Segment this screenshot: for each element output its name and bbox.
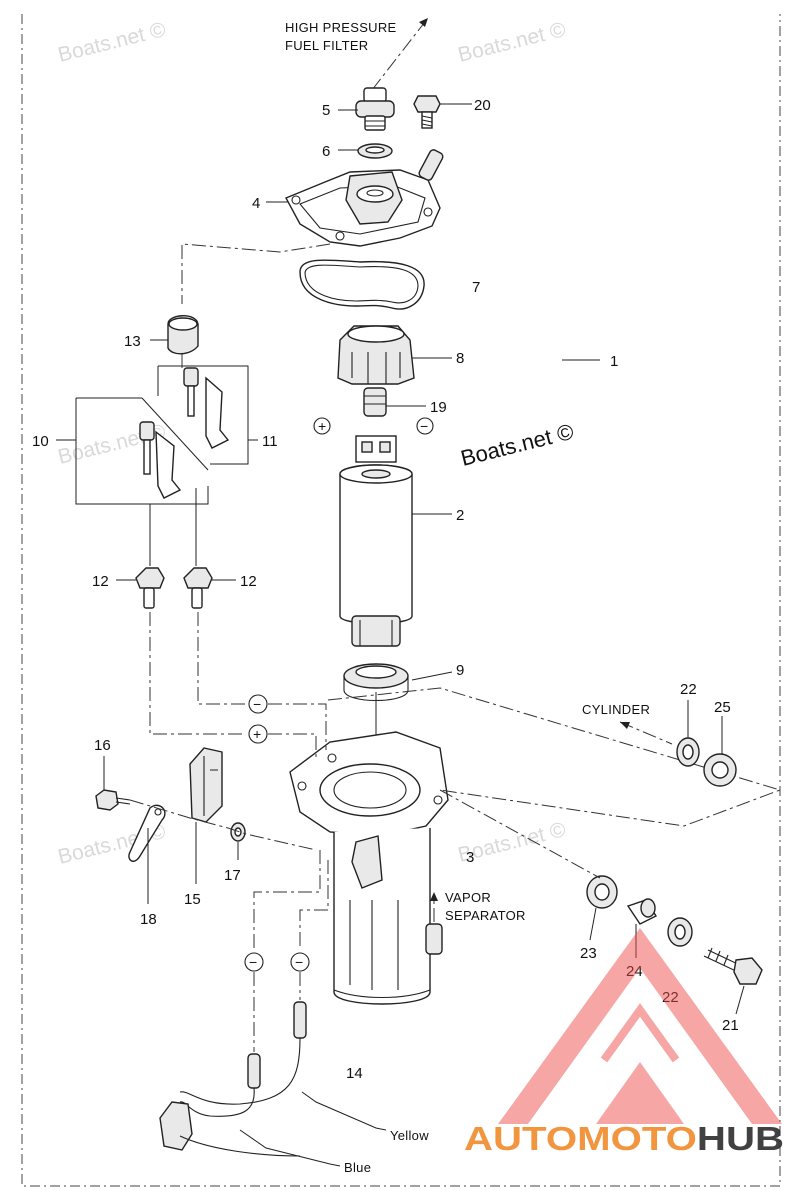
logo-triangle-icon <box>498 928 782 1124</box>
group-outline-10 <box>75 397 209 505</box>
part-3-vapor-separator <box>289 731 449 1005</box>
symbol-harness-negative-left: − <box>249 954 257 970</box>
arrow-head-high-pressure <box>419 18 428 27</box>
part-20-bolt <box>413 95 441 129</box>
caption-fuel-filter: FUEL FILTER <box>285 38 368 53</box>
leader-blue <box>239 1129 341 1167</box>
callout-20: 20 <box>474 97 491 114</box>
part-15-bracket <box>189 747 223 823</box>
callout-19: 19 <box>430 399 447 416</box>
mount-line-bracket <box>129 799 317 851</box>
callout-23: 23 <box>580 945 597 962</box>
callout-6: 6 <box>322 143 330 160</box>
watermark-faint-1: Boats.net © <box>56 18 169 67</box>
callout-12-right: 12 <box>240 573 257 590</box>
symbol-harness-negative-right: − <box>295 954 303 970</box>
flow-line-cylinder <box>619 721 673 745</box>
part-8-nut <box>337 325 415 385</box>
wire-path-positive-upper <box>149 612 317 760</box>
leader-yellow <box>301 1091 387 1131</box>
arrow-head-vapor <box>430 892 438 901</box>
callout-1: 1 <box>610 353 618 370</box>
caption-high-pressure: HIGH PRESSURE <box>285 20 397 35</box>
caption-cylinder: CYLINDER <box>582 702 650 717</box>
part-12-terminal-right <box>183 567 213 609</box>
symbol-wire-positive: + <box>253 726 261 742</box>
callout-22-lower: 22 <box>662 989 679 1006</box>
wire-path-negative-lower-2 <box>299 860 329 1000</box>
group-outline-cylinder <box>327 687 782 827</box>
symbol-wire-negative: − <box>253 696 261 712</box>
group-divider <box>141 397 209 471</box>
callout-10: 10 <box>32 433 49 450</box>
wire-label-yellow: Yellow <box>390 1128 429 1143</box>
watermark-main: Boats.net © <box>458 419 576 471</box>
callout-3: 3 <box>466 849 474 866</box>
callout-5: 5 <box>322 102 330 119</box>
part-13-cap <box>167 315 199 355</box>
callout-11: 11 <box>262 433 278 450</box>
callout-8: 8 <box>456 350 464 367</box>
logo-text-hub: HUB <box>697 1120 784 1157</box>
callout-24: 24 <box>626 963 643 980</box>
watermark-faint-2: Boats.net © <box>456 18 569 67</box>
leader-9 <box>411 671 453 681</box>
part-14-harness <box>159 1001 307 1157</box>
logo-text-auto: AUTO <box>464 1120 577 1157</box>
part-18-strap <box>128 804 166 862</box>
part-19-connector <box>363 387 387 417</box>
callout-9: 9 <box>456 662 464 679</box>
ground-line-cover <box>181 243 331 304</box>
part-5-fitting <box>355 87 395 131</box>
arrow-head-cylinder <box>620 722 630 729</box>
callout-12-left: 12 <box>92 573 109 590</box>
part-11-terminal <box>183 367 230 449</box>
callout-21: 21 <box>722 1017 739 1034</box>
diagram-frame <box>21 14 781 1187</box>
callout-18: 18 <box>140 911 157 928</box>
callout-7: 7 <box>472 279 480 296</box>
part-2-fuel-pump <box>339 435 413 647</box>
logo-text-moto: MOTO <box>577 1120 697 1157</box>
part-10-terminal <box>139 421 182 499</box>
symbol-pump-positive: + <box>318 418 326 434</box>
callout-13: 13 <box>124 333 141 350</box>
callout-14: 14 <box>346 1065 363 1082</box>
flow-line-high-pressure <box>371 17 429 91</box>
part-4-pump-cover <box>285 149 444 247</box>
callout-16: 16 <box>94 737 111 754</box>
symbol-pump-negative: − <box>420 418 428 434</box>
leader-23 <box>589 907 597 941</box>
wire-path-negative-upper <box>197 612 327 750</box>
wire-label-blue: Blue <box>344 1160 371 1175</box>
caption-separator: SEPARATOR <box>445 908 526 923</box>
callout-22-upper: 22 <box>680 681 697 698</box>
mount-line-lower <box>439 789 601 879</box>
wire-path-negative-lower <box>253 850 321 1052</box>
part-12-terminal-left <box>135 567 165 609</box>
part-7-gasket <box>299 259 425 310</box>
callout-17: 17 <box>224 867 241 884</box>
part-16-bolt <box>95 789 131 811</box>
caption-vapor: VAPOR <box>445 890 491 905</box>
callout-15: 15 <box>184 891 201 908</box>
callout-4: 4 <box>252 195 260 212</box>
callout-2: 2 <box>456 507 464 524</box>
leader-21 <box>735 985 745 1015</box>
group-outline-11 <box>158 365 249 465</box>
callout-25: 25 <box>714 699 731 716</box>
part-21-bolt <box>703 947 763 985</box>
